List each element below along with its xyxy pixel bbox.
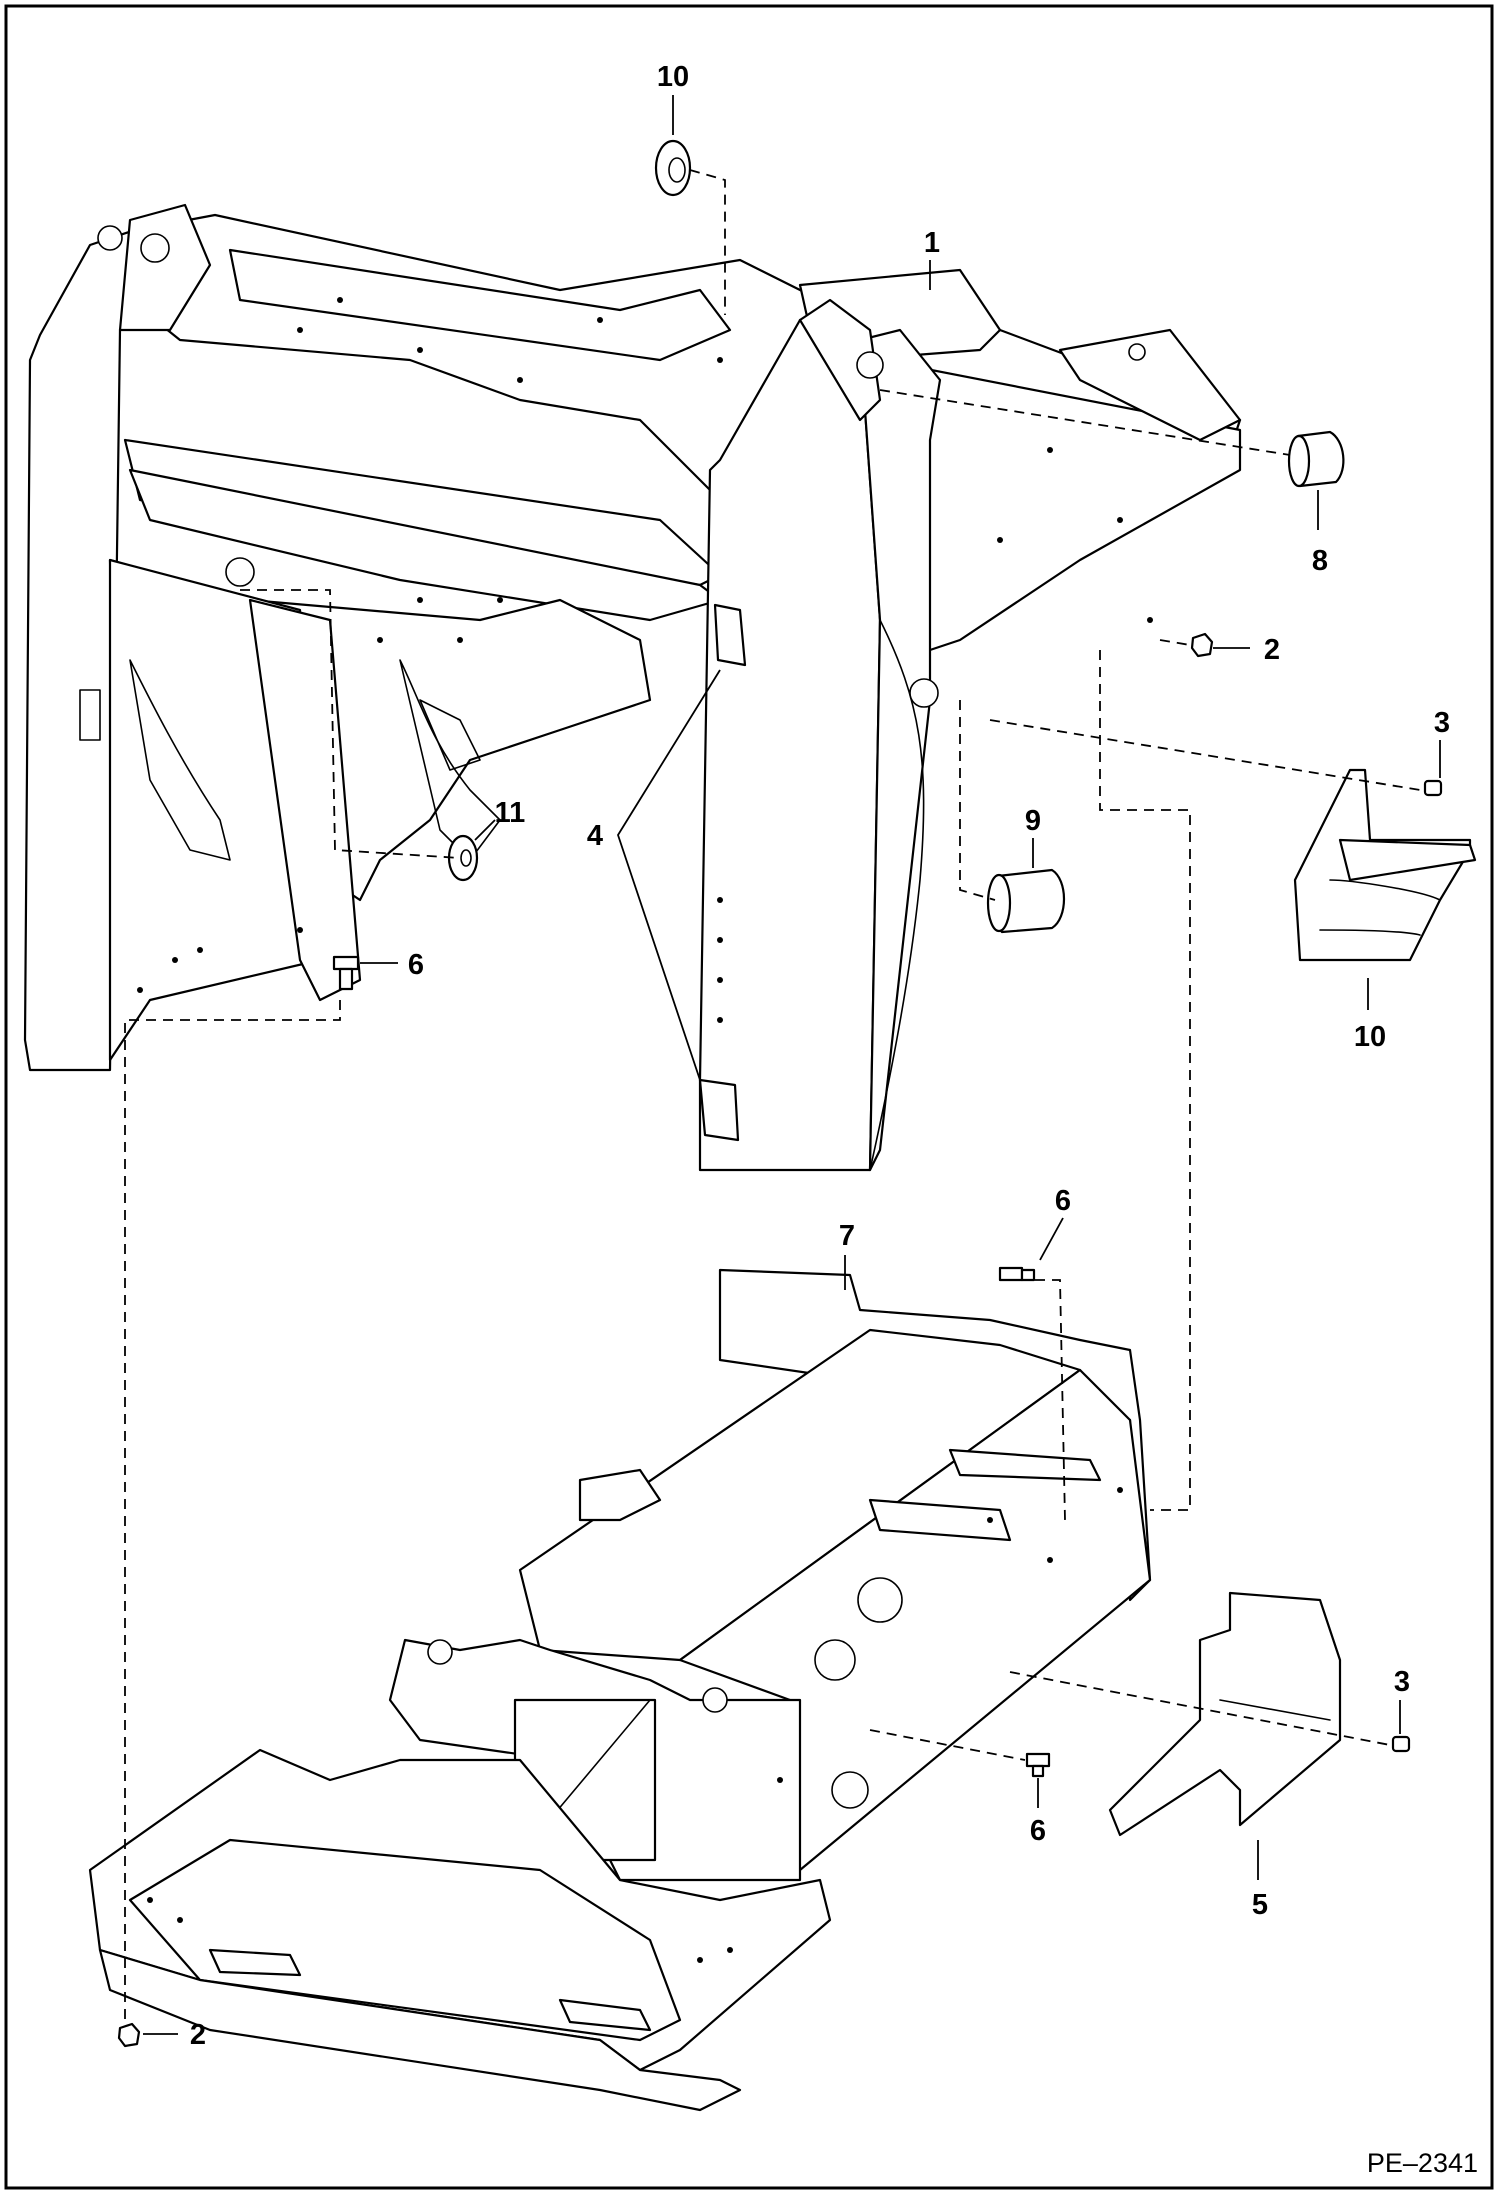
callout-3-top: 3 (1434, 707, 1450, 739)
callout-4: 4 (587, 820, 603, 852)
callout-6-left: 6 (408, 949, 424, 981)
callouts: 10 1 8 2 3 9 11 4 6 10 6 7 3 6 5 2 (190, 61, 1450, 2051)
loader-frame (23, 203, 1242, 1172)
nut-2-mid (1190, 632, 1214, 658)
washer-11 (447, 834, 479, 882)
grommet-10-top (654, 139, 692, 197)
callout-6-bottom: 6 (1030, 1815, 1046, 1847)
callout-2-bottom: 2 (190, 2019, 206, 2051)
nut-2-bottom (117, 2022, 141, 2048)
callout-2-mid: 2 (1264, 634, 1280, 666)
screw-3-bottom (1391, 1735, 1411, 1753)
shield-5 (1108, 1591, 1342, 1837)
callout-6-mid: 6 (1055, 1185, 1071, 1217)
screw-3-top (1423, 779, 1443, 797)
bolt-6-lower (1025, 1752, 1051, 1778)
bolt-6-left (332, 955, 360, 991)
callout-9: 9 (1025, 805, 1041, 837)
callout-11: 11 (495, 797, 526, 829)
callout-10-top: 10 (657, 61, 689, 93)
shield-10 (1293, 768, 1477, 962)
drawing-border (4, 4, 1494, 2190)
callout-5: 5 (1252, 1889, 1268, 1921)
bolt-6-upper (998, 1266, 1036, 1282)
mount-8 (1287, 430, 1345, 488)
figure-code: PE–2341 (1367, 2148, 1478, 2178)
callout-3-bottom: 3 (1394, 1666, 1410, 1698)
main-frame (88, 1268, 1152, 2112)
callout-8: 8 (1312, 545, 1328, 577)
callout-1: 1 (924, 227, 940, 259)
leader-lines (143, 95, 1441, 2035)
mount-9 (986, 868, 1065, 934)
callout-10-shield: 10 (1354, 1021, 1386, 1053)
callout-7: 7 (839, 1220, 855, 1252)
assembly-lines (124, 169, 1421, 2025)
